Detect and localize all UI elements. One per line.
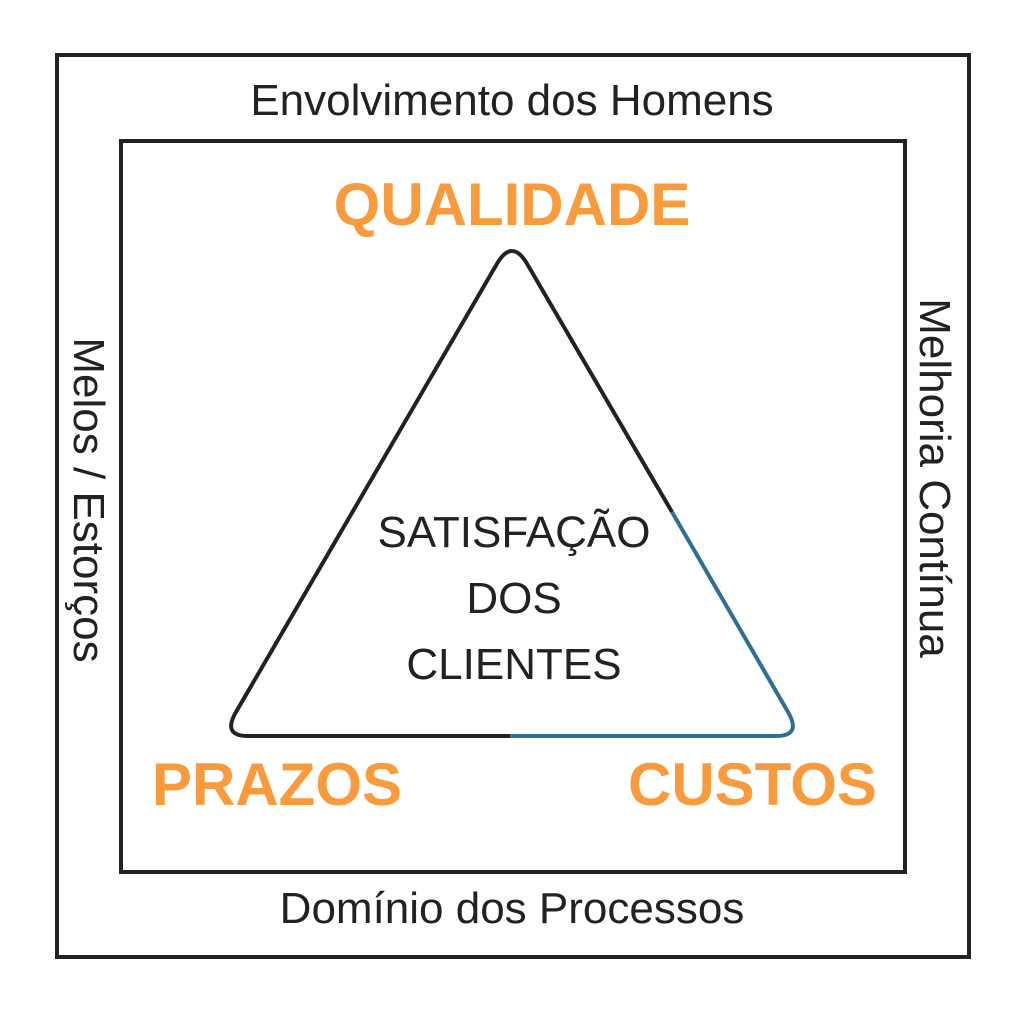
triangle-highlight [510, 510, 795, 738]
triangle-outline [229, 249, 674, 738]
inner-frame [119, 139, 907, 874]
center-line: SATISFAÇÃO [377, 508, 651, 557]
label-bottom: Domínio dos Processos [279, 884, 745, 933]
label-top: Envolvimento dos Homens [250, 76, 774, 125]
center-line: CLIENTES [406, 640, 622, 689]
center-text: SATISFAÇÃO DOS CLIENTES [362, 500, 666, 698]
corner-prazos: PRAZOS [152, 751, 403, 818]
center-line: DOS [466, 574, 562, 623]
corner-qualidade: QUALIDADE [333, 171, 691, 238]
corner-custos: CUSTOS [628, 751, 877, 818]
outer-frame [55, 53, 971, 959]
